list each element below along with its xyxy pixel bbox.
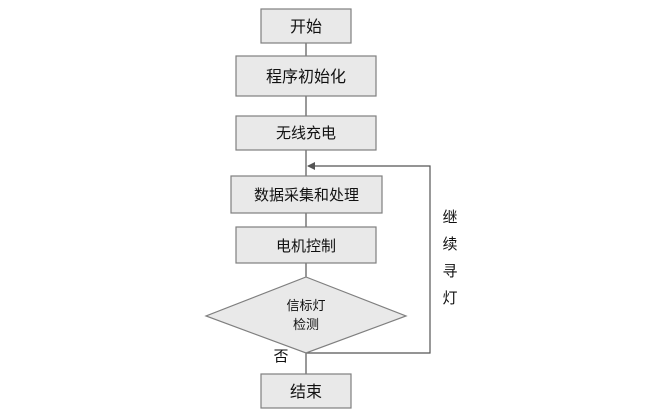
loop-label-char-3: 寻	[442, 262, 457, 280]
decision-label-line2: 检测	[293, 318, 319, 333]
init-label: 程序初始化	[266, 67, 346, 86]
beacon-decision-diamond	[204, 276, 408, 354]
loop-label-char-4: 灯	[442, 289, 457, 307]
loop-label-char-1: 继	[442, 208, 457, 226]
end-label: 结束	[290, 382, 322, 401]
end-box	[260, 373, 352, 409]
motor-box	[235, 226, 377, 264]
motor-label: 电机控制	[276, 237, 336, 255]
data-process-box	[230, 175, 383, 214]
loop-back-arrow	[306, 162, 431, 354]
charge-box	[235, 115, 377, 151]
decision-label-line1: 信标灯	[286, 299, 325, 314]
loop-label-char-2: 续	[442, 235, 457, 253]
init-box	[235, 55, 377, 97]
start-label: 开始	[290, 17, 322, 36]
no-label: 否	[273, 347, 288, 365]
data-process-label: 数据采集和处理	[254, 186, 359, 204]
charge-label: 无线充电	[276, 124, 336, 142]
start-box	[260, 8, 352, 44]
